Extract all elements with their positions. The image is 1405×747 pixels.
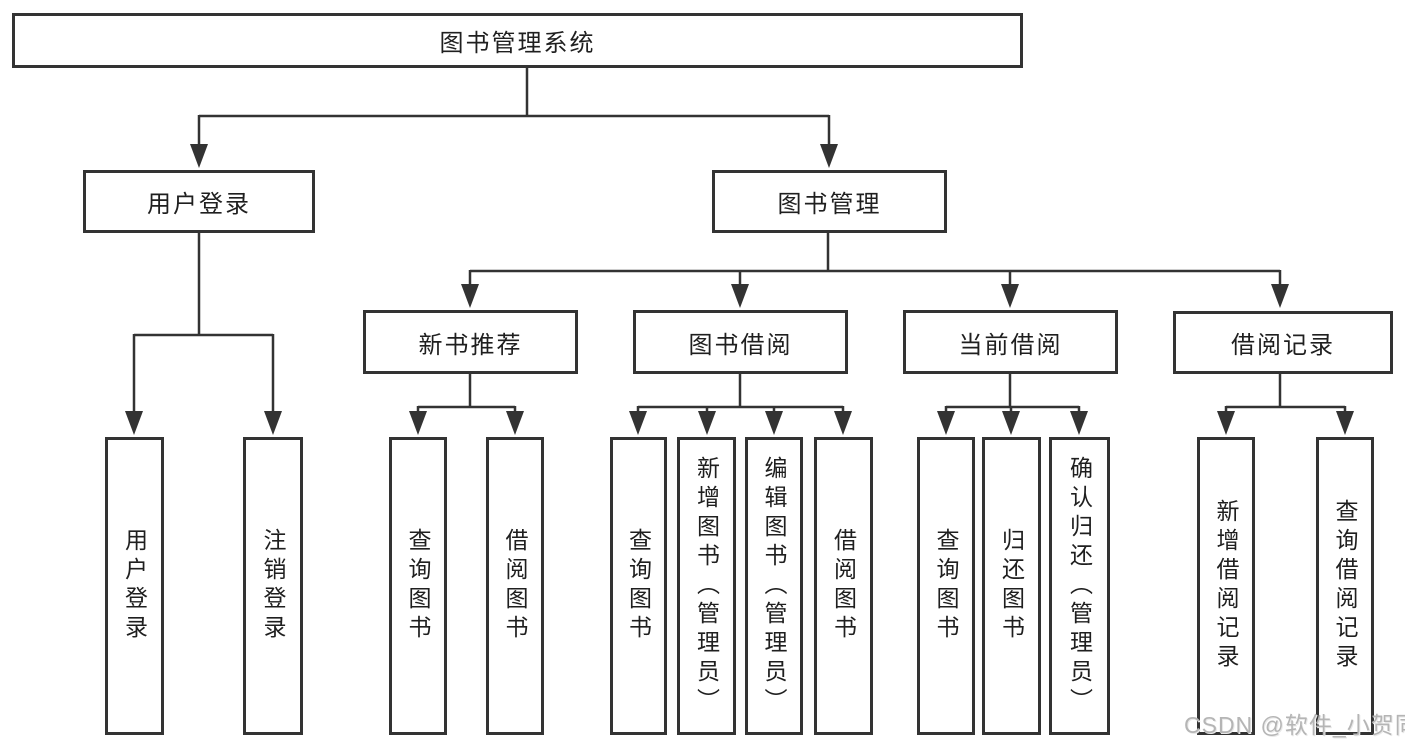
arrowhead-icon xyxy=(1001,284,1019,308)
arrowhead-icon xyxy=(698,411,716,435)
arrowhead-icon xyxy=(461,284,479,308)
arrowhead-icon xyxy=(409,411,427,435)
arrowhead-icon xyxy=(1070,411,1088,435)
arrowhead-icon xyxy=(506,411,524,435)
leaf-current-query-books: 查询图书 xyxy=(917,437,975,735)
arrowhead-icon xyxy=(125,411,143,435)
arrowhead-icon xyxy=(937,411,955,435)
node-book-borrow: 图书借阅 xyxy=(633,310,848,374)
node-book-management: 图书管理 xyxy=(712,170,947,233)
arrowhead-icon xyxy=(1002,411,1020,435)
arrowhead-icon xyxy=(1217,411,1235,435)
arrowhead-icon xyxy=(264,411,282,435)
node-new-book-recommend: 新书推荐 xyxy=(363,310,578,374)
leaf-borrow-query-books: 查询图书 xyxy=(610,437,667,735)
arrowhead-icon xyxy=(629,411,647,435)
arrowhead-icon xyxy=(765,411,783,435)
leaf-user-login: 用户登录 xyxy=(105,437,164,735)
leaf-record-query: 查询借阅记录 xyxy=(1316,437,1374,735)
leaf-record-add: 新增借阅记录 xyxy=(1197,437,1255,735)
node-user-login: 用户登录 xyxy=(83,170,315,233)
node-root: 图书管理系统 xyxy=(12,13,1023,68)
leaf-logout: 注销登录 xyxy=(243,437,303,735)
node-current-borrow: 当前借阅 xyxy=(903,310,1118,374)
leaf-rec-query-books: 查询图书 xyxy=(389,437,447,735)
arrowhead-icon xyxy=(1271,284,1289,308)
leaf-current-confirm-return: 确认归还（管理员） xyxy=(1049,437,1110,735)
leaf-borrow-edit-books: 编辑图书（管理员） xyxy=(745,437,803,735)
arrowhead-icon xyxy=(190,144,208,168)
csdn-watermark: CSDN @软件_小贺同学 xyxy=(1184,712,1405,738)
arrowhead-icon xyxy=(834,411,852,435)
leaf-borrow-borrow-books: 借阅图书 xyxy=(814,437,873,735)
leaf-rec-borrow-books: 借阅图书 xyxy=(486,437,544,735)
arrowhead-icon xyxy=(820,144,838,168)
node-borrow-record: 借阅记录 xyxy=(1173,311,1393,374)
arrowhead-icon xyxy=(1336,411,1354,435)
leaf-borrow-add-books: 新增图书（管理员） xyxy=(677,437,736,735)
arrowhead-icon xyxy=(731,284,749,308)
leaf-current-return-books: 归还图书 xyxy=(982,437,1041,735)
